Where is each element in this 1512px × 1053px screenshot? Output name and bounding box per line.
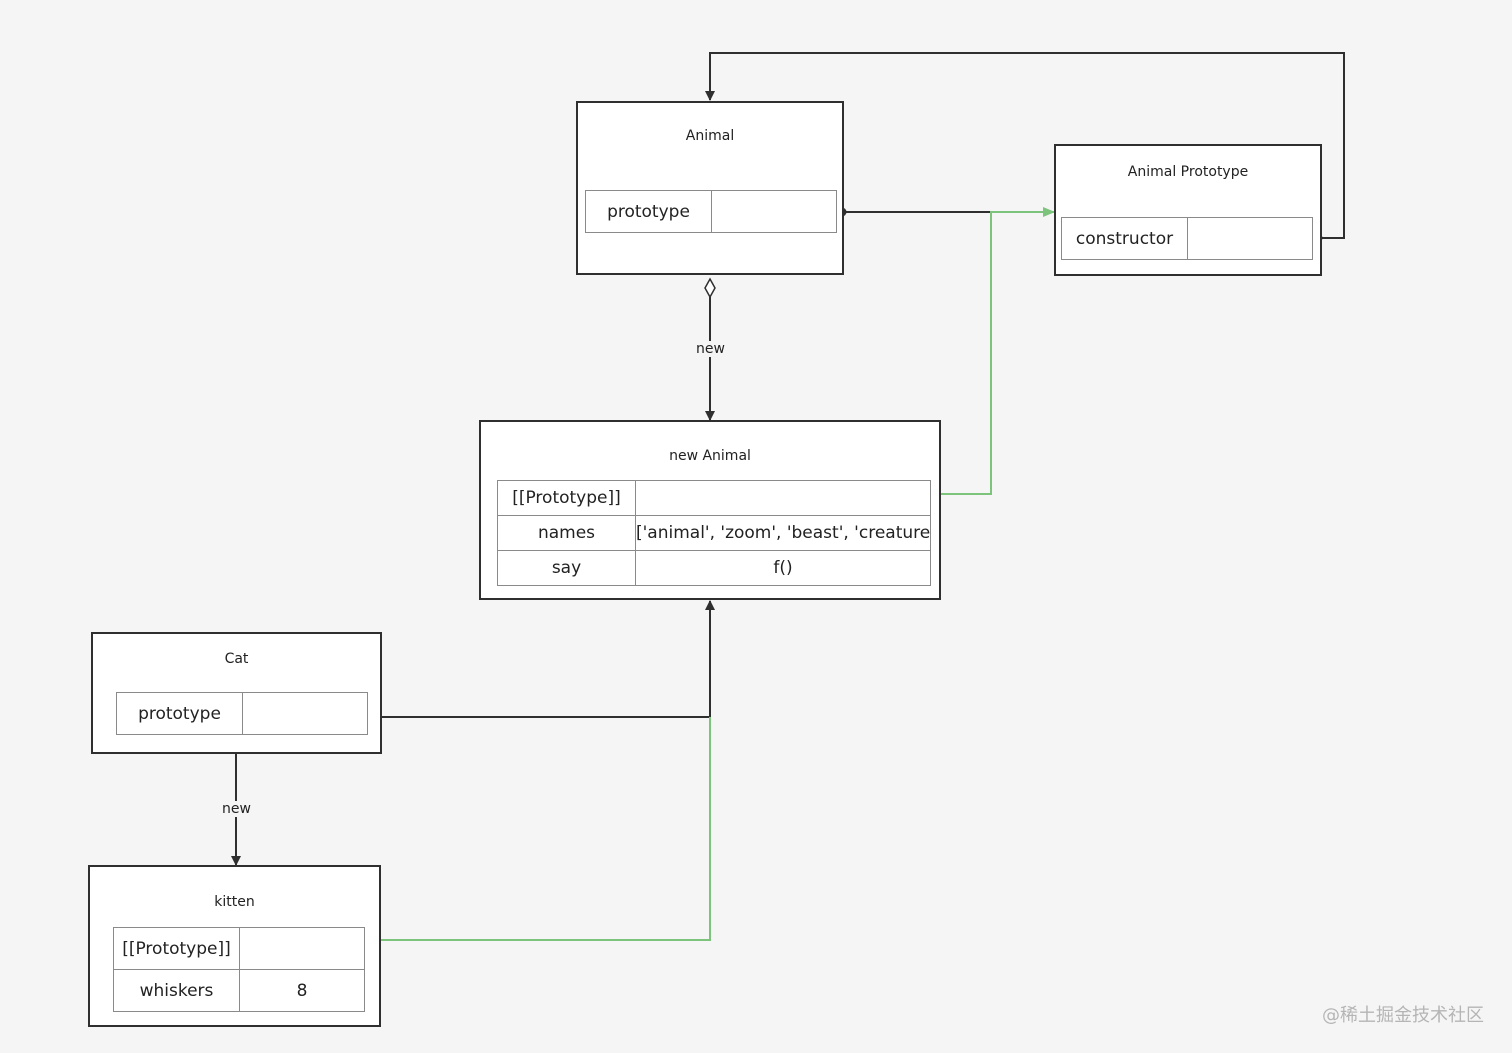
node-kitten[interactable]: kitten [[Prototype]] whiskers 8 bbox=[88, 865, 381, 1027]
property-value bbox=[635, 480, 931, 516]
table-row: names ['animal', 'zoom', 'beast', 'creat… bbox=[497, 515, 931, 551]
property-value bbox=[239, 927, 365, 970]
edge-new-animal-proto bbox=[934, 207, 1055, 495]
table-row: prototype bbox=[585, 190, 837, 233]
node-title: new Animal bbox=[669, 448, 751, 464]
property-key: constructor bbox=[1061, 217, 1188, 260]
edge-label-new: new bbox=[221, 801, 252, 817]
property-table: prototype bbox=[116, 692, 368, 735]
node-animal-prototype[interactable]: Animal Prototype constructor bbox=[1054, 144, 1322, 276]
property-value: 8 bbox=[239, 969, 365, 1012]
watermark: @稀土掘金技术社区 bbox=[1322, 1005, 1484, 1026]
table-row: whiskers 8 bbox=[113, 969, 365, 1012]
node-title: kitten bbox=[214, 894, 255, 910]
property-value: ['animal', 'zoom', 'beast', 'creature'] bbox=[635, 515, 931, 551]
diamond-icon bbox=[704, 277, 716, 299]
property-key: prototype bbox=[116, 692, 243, 735]
property-key: whiskers bbox=[113, 969, 240, 1012]
edge-label-new: new bbox=[695, 341, 726, 357]
edge-kitten-proto bbox=[369, 717, 711, 941]
table-row: prototype bbox=[116, 692, 368, 735]
table-row: say f() bbox=[497, 550, 931, 586]
property-key: say bbox=[497, 550, 636, 586]
node-title: Animal Prototype bbox=[1127, 164, 1249, 180]
property-value bbox=[242, 692, 368, 735]
property-table: [[Prototype]] whiskers 8 bbox=[113, 927, 365, 1012]
table-row: [[Prototype]] bbox=[497, 480, 931, 516]
property-table: constructor bbox=[1061, 217, 1313, 260]
node-title: Animal bbox=[685, 128, 735, 144]
node-new-animal[interactable]: new Animal [[Prototype]] names ['animal'… bbox=[479, 420, 941, 600]
node-animal[interactable]: Animal prototype bbox=[576, 101, 844, 275]
property-key: names bbox=[497, 515, 636, 551]
property-table: [[Prototype]] names ['animal', 'zoom', '… bbox=[497, 480, 931, 586]
property-value bbox=[711, 190, 837, 233]
property-key: [[Prototype]] bbox=[497, 480, 636, 516]
node-title: Cat bbox=[224, 651, 249, 667]
edge-cat-prototype-ref bbox=[371, 600, 715, 718]
property-key: prototype bbox=[585, 190, 712, 233]
property-key: [[Prototype]] bbox=[113, 927, 240, 970]
table-row: [[Prototype]] bbox=[113, 927, 365, 970]
node-cat[interactable]: Cat prototype bbox=[91, 632, 382, 754]
property-table: prototype bbox=[585, 190, 837, 233]
property-value: f() bbox=[635, 550, 931, 586]
property-value bbox=[1187, 217, 1313, 260]
table-row: constructor bbox=[1061, 217, 1313, 260]
